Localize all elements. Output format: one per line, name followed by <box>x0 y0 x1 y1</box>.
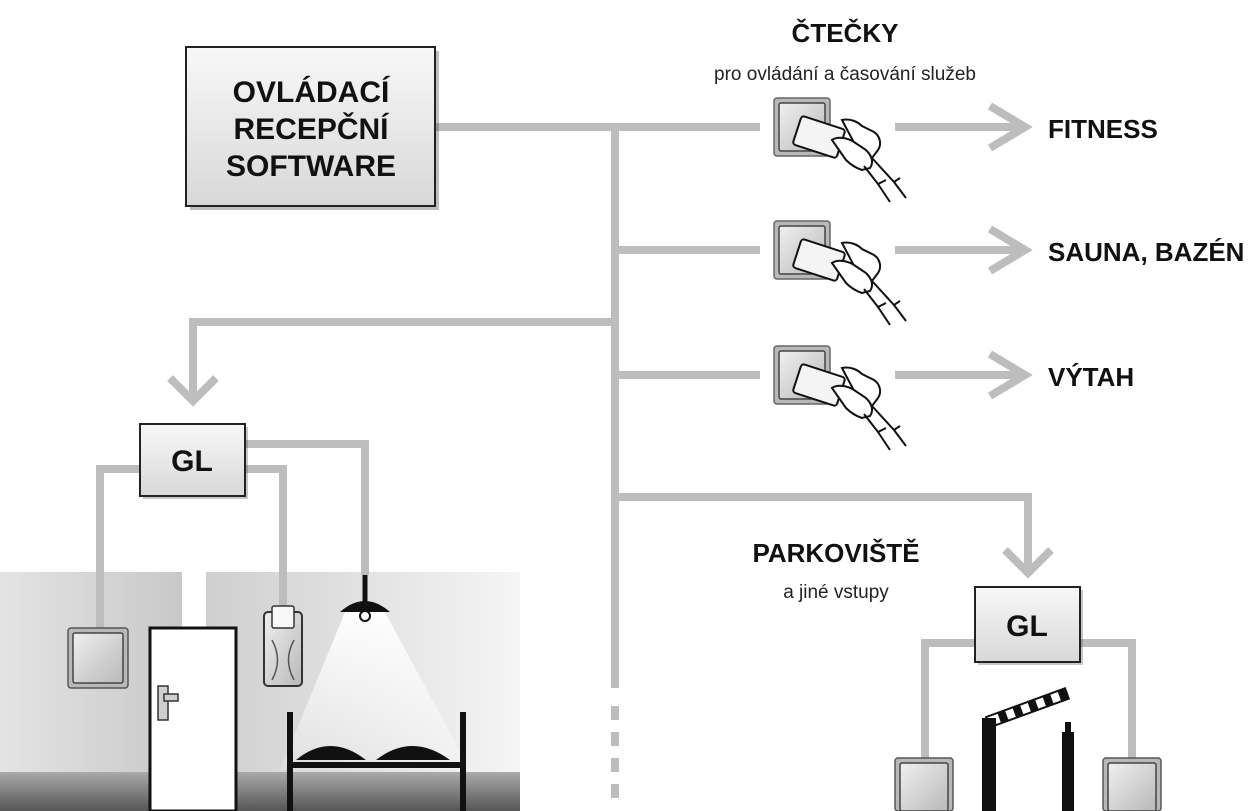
service-row-elevator: VÝTAH <box>773 345 1134 451</box>
wiring <box>189 123 1032 798</box>
hand-with-card-icon <box>791 362 907 451</box>
service-label: FITNESS <box>1048 114 1158 144</box>
card-reader-icon <box>1102 757 1162 811</box>
reception-software-box: OVLÁDACÍ RECEPČNÍ SOFTWARE <box>185 46 439 210</box>
lamp-icon <box>340 601 390 622</box>
room-arrow-icon <box>167 375 219 407</box>
hand-with-card-icon <box>791 237 907 326</box>
main-box-line-2: RECEPČNÍ <box>233 112 389 146</box>
service-label: SAUNA, BAZÉN <box>1048 237 1244 267</box>
parking-arrow-icon <box>1002 547 1054 579</box>
hotel-room-scene <box>0 440 520 811</box>
service-row-sauna: SAUNA, BAZÉN <box>773 220 1244 326</box>
bed-icon <box>287 712 466 811</box>
service-row-fitness: FITNESS <box>773 97 1158 203</box>
main-box-line-1: OVLÁDACÍ <box>233 75 390 109</box>
door-icon <box>148 626 238 811</box>
room-controller-label: GL <box>171 445 213 478</box>
service-label: VÝTAH <box>1048 362 1134 392</box>
arrow-right-icon <box>987 225 1033 275</box>
main-box-line-3: SOFTWARE <box>226 150 396 183</box>
readers-title: ČTEČKY <box>792 18 899 48</box>
arrow-right-icon <box>987 350 1033 400</box>
card-holder-icon <box>263 605 303 687</box>
parking-title: PARKOVIŠTĚ <box>752 538 919 568</box>
parking-subtitle: a jiné vstupy <box>783 582 889 603</box>
room-controller-box: GL <box>139 423 248 499</box>
parking-scene <box>894 639 1162 811</box>
light-beam <box>280 612 470 770</box>
parking-controller-box: GL <box>974 586 1083 665</box>
parking-controller-label: GL <box>1006 610 1048 643</box>
card-reader-icon <box>894 757 954 811</box>
room-switch-icon <box>67 627 129 689</box>
arrow-right-icon <box>987 102 1033 152</box>
hand-with-card-icon <box>791 114 907 203</box>
readers-subtitle: pro ovládání a časování služeb <box>714 64 976 85</box>
barrier-gate-icon <box>982 687 1074 811</box>
